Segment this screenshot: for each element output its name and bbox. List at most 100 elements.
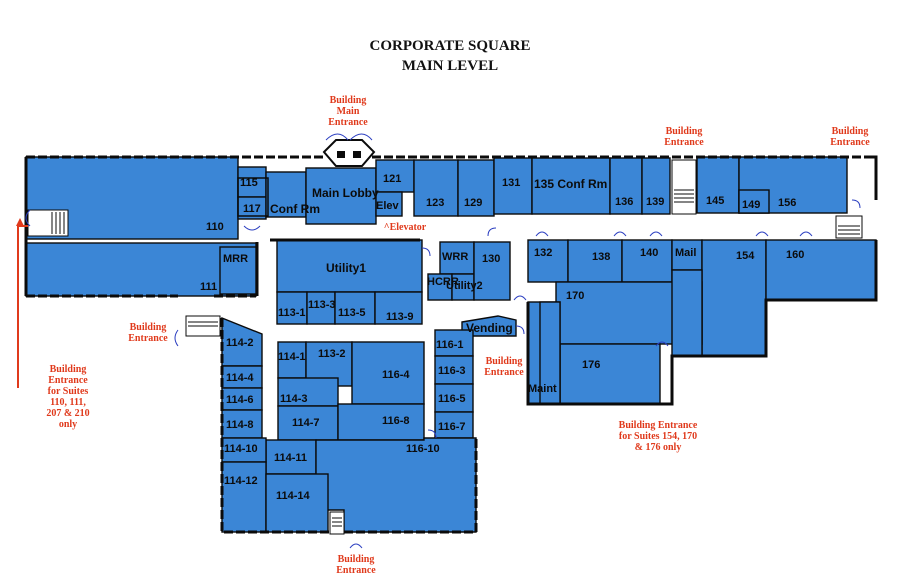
- room-176[interactable]: [559, 343, 661, 405]
- room-139[interactable]: [641, 157, 671, 215]
- room-130[interactable]: [473, 241, 511, 301]
- room-114-14[interactable]: [265, 473, 329, 533]
- room-wrr[interactable]: [439, 241, 475, 275]
- room-114-8[interactable]: [221, 409, 263, 439]
- label-lobby: Main Lobby: [312, 186, 379, 200]
- page-subtitle: MAIN LEVEL: [401, 58, 499, 74]
- room-138[interactable]: [567, 239, 623, 283]
- label-hcrr: HCRR: [427, 276, 459, 288]
- label-113-9: 113-9: [386, 311, 414, 323]
- label-129: 129: [464, 197, 482, 209]
- conf-room-border: [237, 177, 269, 217]
- main-entrance-vestibule[interactable]: [322, 139, 376, 167]
- arrow-head-icon: [16, 218, 24, 226]
- room-160[interactable]: [765, 239, 877, 301]
- room-114-12[interactable]: [221, 461, 267, 533]
- label-114-10: 114-10: [224, 443, 258, 455]
- room-114-11[interactable]: [265, 439, 317, 475]
- label-116-10: 116-10: [406, 443, 440, 455]
- room-145[interactable]: [696, 156, 740, 214]
- label-160: 160: [786, 249, 804, 261]
- label-115: 115: [240, 177, 258, 189]
- room-129[interactable]: [457, 159, 495, 217]
- label-114-8: 114-8: [226, 419, 254, 431]
- room-113-1[interactable]: [276, 291, 308, 325]
- room-154[interactable]: [701, 239, 767, 357]
- room-mrr[interactable]: [219, 246, 257, 295]
- room-170-b[interactable]: [671, 269, 703, 357]
- room-114-1[interactable]: [277, 341, 307, 379]
- label-113-3: 113-3: [308, 299, 336, 311]
- label-113-2: 113-2: [318, 348, 346, 360]
- room-121[interactable]: [375, 159, 415, 193]
- label-116-8: 116-8: [382, 415, 410, 427]
- label-116-7: 116-7: [438, 421, 466, 433]
- label-vending: Vending: [466, 321, 513, 335]
- room-elev[interactable]: [375, 191, 403, 217]
- room-mail[interactable]: [671, 239, 703, 271]
- label-123: 123: [426, 197, 444, 209]
- stairs-top-left-icon: [27, 209, 69, 237]
- label-114-2: 114-2: [226, 337, 254, 349]
- label-114-3: 114-3: [280, 393, 308, 405]
- label-conf: Conf Rm: [270, 202, 320, 216]
- room-116-5[interactable]: [434, 383, 474, 413]
- elevator-note: ^Elevator: [383, 222, 427, 233]
- room-111[interactable]: [25, 242, 257, 297]
- label-116-1: 116-1: [436, 339, 464, 351]
- label-131: 131: [502, 177, 520, 189]
- label-114-7: 114-7: [292, 417, 320, 429]
- room-116-1[interactable]: [434, 329, 474, 357]
- room-116-8[interactable]: [337, 403, 425, 441]
- label-170: 170: [566, 290, 584, 302]
- room-116-3[interactable]: [434, 355, 474, 385]
- label-mail: Mail: [675, 247, 696, 259]
- room-116-4[interactable]: [351, 341, 425, 405]
- room-113-9[interactable]: [374, 291, 423, 325]
- room-149-b[interactable]: [738, 189, 770, 214]
- label-wrr: WRR: [442, 251, 468, 263]
- room-utility1[interactable]: [276, 239, 423, 293]
- door-swing-icons: [25, 199, 861, 549]
- label-121: 121: [383, 173, 401, 185]
- label-116-4: 116-4: [382, 369, 410, 381]
- label-145: 145: [706, 195, 724, 207]
- page-title: CORPORATE SQUARE: [369, 38, 531, 54]
- label-154: 154: [736, 250, 755, 262]
- room-132[interactable]: [527, 239, 569, 283]
- label-maint: Maint: [528, 383, 557, 395]
- stairs-right-icon: [835, 215, 863, 239]
- label-156: 156: [778, 197, 796, 209]
- label-114-1: 114-1: [278, 351, 306, 363]
- label-140: 140: [640, 247, 658, 259]
- room-113-3[interactable]: [306, 291, 336, 325]
- main-entrance-door-icon: [325, 133, 373, 141]
- label-149: 149: [742, 199, 760, 211]
- label-110: 110: [206, 221, 224, 233]
- label-114-14: 114-14: [276, 490, 311, 502]
- room-135[interactable]: [531, 157, 611, 215]
- label-132: 132: [534, 247, 552, 259]
- label-139: 139: [646, 196, 664, 208]
- label-116-3: 116-3: [438, 365, 466, 377]
- label-111: 111: [200, 281, 217, 293]
- room-123[interactable]: [413, 159, 459, 217]
- label-114-12: 114-12: [224, 475, 258, 487]
- label-116-5: 116-5: [438, 393, 466, 405]
- label-utility1: Utility1: [326, 261, 366, 275]
- label-136: 136: [615, 196, 633, 208]
- vestibule-door-left: [337, 151, 345, 158]
- room-conf[interactable]: [265, 171, 307, 218]
- stairs-top-right-icon: [671, 159, 697, 215]
- room-hcrr[interactable]: [427, 273, 453, 301]
- label-176: 176: [582, 359, 600, 371]
- label-114-11: 114-11: [274, 452, 307, 464]
- label-elev: Elev: [376, 200, 400, 212]
- stairs-left-mid-icon: [185, 315, 221, 337]
